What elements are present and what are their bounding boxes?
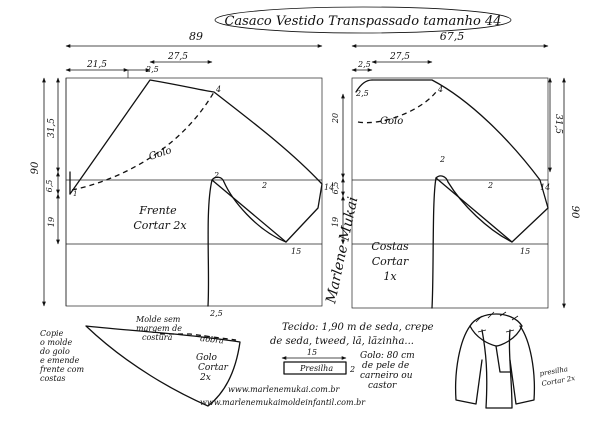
fabric-notes: Tecido: 1,90 m de seda, crepe de seda, t… — [270, 322, 434, 391]
back-golo-label: Golo — [380, 116, 403, 127]
collar-copie-5: frente com — [39, 365, 84, 374]
back-w-2-5: 2,5 — [357, 60, 371, 69]
back-h-6-5: 6,5 — [331, 182, 340, 195]
front-m-14: 14 — [324, 183, 334, 192]
collar-golo-3: 2x — [199, 373, 211, 383]
presilha-width: 15 — [307, 348, 317, 357]
tecido-golo-3: carneiro ou — [360, 371, 413, 381]
signature: Marlene Mukai — [323, 195, 361, 305]
back-label-line3: 1x — [383, 270, 397, 283]
collar-note-2: margem de — [136, 324, 182, 333]
footer-url-2: www.marlenemukaimoldeinfantil.com.br — [200, 398, 366, 407]
title-text: Casaco Vestido Transpassado tamanho 44 — [224, 14, 501, 29]
collar-golo-1: Golo — [196, 353, 217, 363]
front-m-2a: 2 — [213, 171, 219, 180]
front-m-15: 15 — [291, 247, 301, 256]
garment-sketch: presilha Cortar 2x — [454, 311, 576, 409]
front-h-6-5: 6,5 — [45, 180, 54, 193]
presilha-label: Presilha — [299, 364, 333, 373]
collar-note-3: costura — [142, 333, 173, 342]
back-m-15: 15 — [520, 247, 530, 256]
back-w-27-5: 27,5 — [389, 52, 410, 62]
presilha-height: 2 — [349, 365, 355, 374]
front-h-90: 90 — [30, 161, 41, 174]
front-m-4: 4 — [215, 85, 221, 94]
front-h-31-5: 31,5 — [47, 118, 57, 138]
garment-body — [454, 325, 536, 405]
back-grid-frame — [351, 77, 549, 309]
front-h-19: 19 — [47, 217, 56, 227]
back-label-line2: Cortar — [372, 255, 409, 268]
tecido-line2: de seda, tweed, lã, lãzinha... — [270, 336, 414, 347]
front-outline — [69, 79, 323, 307]
front-collar-line — [71, 91, 215, 191]
back-pattern: 67,5 2,5 27,5 90 31,5 20 6,5 19 Golo 2,5… — [331, 30, 580, 309]
collar-outline — [85, 325, 241, 407]
back-h-31-5: 31,5 — [553, 114, 563, 134]
back-total-width: 67,5 — [440, 30, 465, 43]
front-m-2b: 2 — [261, 181, 267, 190]
back-m-4: 4 — [437, 85, 443, 94]
front-w-2-5: 2,5 — [145, 65, 159, 74]
tecido-golo-4: castor — [368, 381, 397, 391]
back-m-14: 14 — [540, 183, 550, 192]
front-label-line1: Frente — [138, 204, 177, 217]
front-grid-frame — [65, 77, 323, 307]
back-h-90: 90 — [569, 206, 580, 219]
collar-golo-2: Cortar — [198, 363, 229, 373]
presilha-rect — [283, 361, 347, 375]
collar-copie-1: Copie — [40, 329, 64, 338]
collar-pattern: dobra Copie o molde do golo e emende fre… — [39, 315, 241, 407]
back-m-2a: 2 — [439, 155, 445, 164]
front-golo-label: Golo — [148, 145, 173, 163]
tecido-golo-2: de pele de — [362, 361, 409, 371]
front-m-2-5: 2,5 — [209, 309, 223, 318]
front-w-27-5: 27,5 — [167, 52, 188, 62]
back-label-line1: Costas — [371, 240, 409, 253]
collar-copie-4: e emende — [40, 356, 80, 365]
tecido-line1: Tecido: 1,90 m de seda, crepe — [282, 322, 434, 333]
front-total-width: 89 — [189, 30, 203, 43]
front-m-1: 1 — [73, 190, 77, 198]
presilha-piece: 15 Presilha 2 — [281, 348, 355, 375]
back-h-20: 20 — [331, 113, 340, 124]
collar-note-1: Molde sem — [135, 315, 181, 324]
footer-url-1: www.marlenemukai.com.br — [228, 385, 341, 394]
front-pattern: 89 21,5 2,5 27,5 90 31,5 6,5 19 Golo 4 2 — [30, 30, 334, 318]
back-m-2b: 2 — [487, 181, 493, 190]
back-m-2-5: 2,5 — [355, 89, 369, 98]
collar-copie-3: do golo — [40, 347, 70, 356]
collar-dobra: dobra — [200, 334, 225, 345]
front-label-line2: Cortar 2x — [133, 219, 187, 232]
front-w-21-5: 21,5 — [86, 60, 107, 70]
collar-copie-6: costas — [40, 374, 66, 383]
back-h-19: 19 — [331, 217, 340, 227]
collar-copie-2: o molde — [40, 338, 72, 347]
title-banner: Casaco Vestido Transpassado tamanho 44 — [214, 6, 512, 34]
tecido-golo-1: Golo: 80 cm — [360, 351, 415, 361]
back-outline — [371, 79, 549, 309]
